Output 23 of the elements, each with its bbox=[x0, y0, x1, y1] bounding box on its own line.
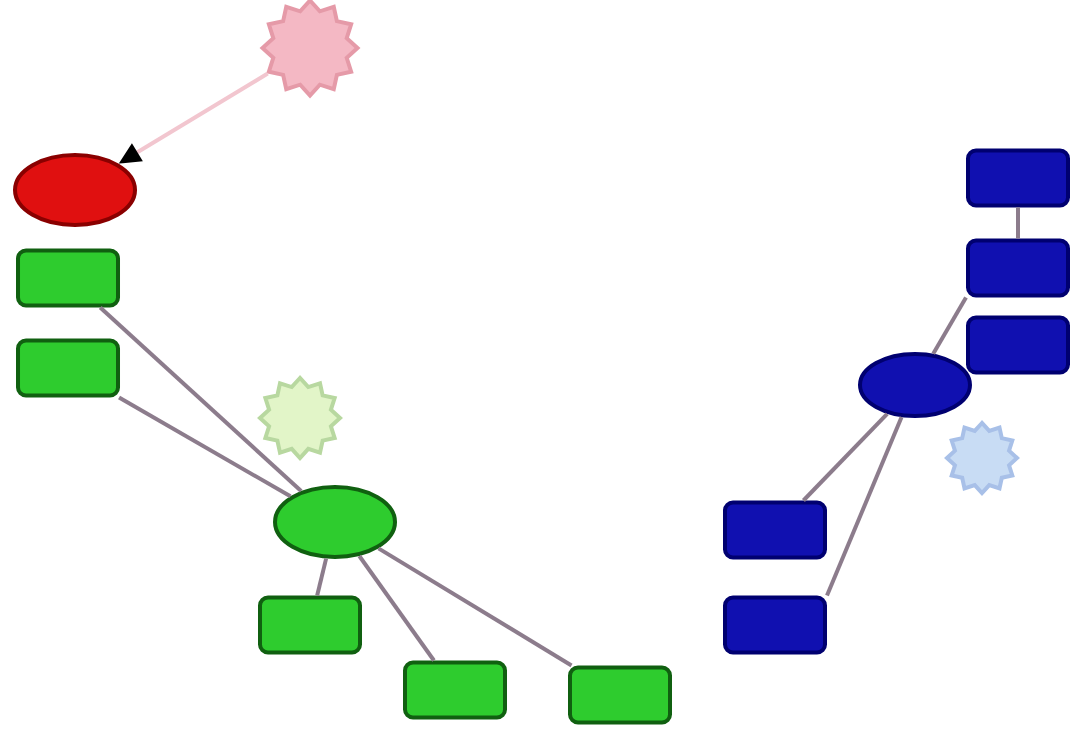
connector-line bbox=[357, 554, 436, 662]
connector-line bbox=[825, 416, 904, 597]
rounded-box bbox=[16, 248, 120, 308]
ellipse-node bbox=[13, 153, 137, 227]
connector-line bbox=[1016, 207, 1020, 239]
rounded-box bbox=[403, 660, 507, 720]
rounded-box bbox=[723, 500, 827, 560]
connector-line bbox=[802, 412, 889, 502]
ellipse-node bbox=[858, 352, 972, 418]
rounded-box bbox=[966, 238, 1070, 298]
connector-line bbox=[315, 558, 329, 596]
ellipse-node bbox=[273, 485, 397, 559]
rounded-box bbox=[568, 665, 672, 725]
rounded-box bbox=[966, 148, 1070, 208]
rounded-box bbox=[723, 595, 827, 655]
connector-line bbox=[377, 546, 573, 668]
connector-line bbox=[98, 306, 303, 493]
connector-line bbox=[931, 296, 968, 355]
connector-line bbox=[118, 395, 292, 499]
rounded-box bbox=[258, 595, 362, 655]
starburst bbox=[259, 0, 361, 99]
rounded-box bbox=[16, 338, 120, 398]
rounded-box bbox=[966, 315, 1070, 375]
